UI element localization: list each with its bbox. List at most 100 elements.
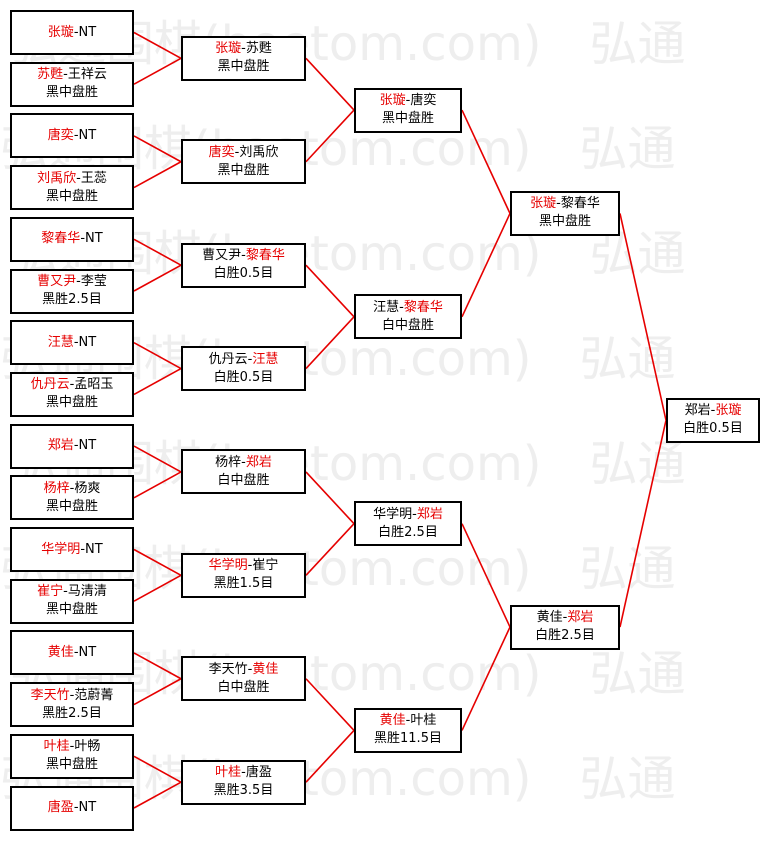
match-players: 张璇-NT	[48, 24, 96, 42]
player-separator: -	[405, 93, 411, 109]
player-separator: -	[247, 558, 253, 574]
player-one: 黄佳	[379, 713, 406, 729]
match-players: 仇丹云-汪慧	[209, 351, 279, 369]
player-separator: -	[80, 231, 86, 247]
player-two: 杨爽	[74, 480, 101, 496]
player-one: 华学明	[41, 541, 81, 557]
match-players: 张璇-苏甦	[215, 40, 272, 58]
player-separator: -	[241, 248, 246, 264]
match-players: 华学明-NT	[41, 541, 102, 559]
bracket-connector	[133, 574, 182, 602]
player-one: 叶桂	[43, 739, 70, 755]
player-separator: -	[399, 299, 404, 315]
bracket-connector	[305, 729, 355, 783]
match-result: 黑中盘胜	[45, 498, 98, 514]
player-one: 黄佳	[47, 644, 74, 660]
player-one: 黄佳	[536, 610, 563, 626]
match-players: 李天竹-黄佳	[209, 661, 279, 679]
match-box: 华学明-郑岩白胜2.5目	[354, 501, 462, 547]
player-two: 汪慧	[252, 351, 279, 367]
match-result: 黑中盘胜	[217, 162, 270, 178]
bracket-connector	[461, 109, 511, 214]
bracket-connector	[461, 213, 511, 318]
bracket-connector	[133, 781, 182, 809]
player-one: 郑岩	[684, 403, 711, 419]
match-players: 叶桂-叶畅	[44, 738, 101, 756]
player-one: 唐奕	[208, 144, 235, 160]
player-one: 李天竹	[30, 687, 70, 703]
match-box: 黄佳-NT	[10, 630, 134, 676]
player-two: NT	[78, 334, 97, 350]
bracket-connector	[133, 471, 182, 499]
match-players: 曹又尹-黎春华	[202, 247, 285, 265]
player-two: NT	[78, 24, 97, 40]
bracket-connector	[133, 652, 182, 680]
player-separator: -	[556, 196, 561, 212]
match-box: 张璇-黎春华黑中盘胜	[510, 190, 620, 236]
bracket-connector	[133, 57, 182, 85]
match-box: 张璇-NT	[10, 10, 134, 55]
match-box: 郑岩-NT	[10, 423, 134, 469]
player-separator: -	[69, 739, 75, 755]
player-one: 曹又尹	[202, 248, 242, 264]
player-one: 叶桂	[215, 765, 242, 781]
bracket-connector	[305, 678, 355, 731]
bracket-connector	[305, 264, 355, 318]
player-two: 孟昭玉	[74, 377, 114, 393]
match-box: 杨梓-郑岩白中盘胜	[181, 449, 306, 495]
bracket-connector	[305, 523, 355, 576]
player-two: 张璇	[715, 403, 742, 419]
bracket-connector	[133, 678, 182, 706]
player-two: 郑岩	[567, 610, 594, 626]
player-one: 汪慧	[373, 299, 400, 315]
bracket-connector	[133, 31, 182, 60]
match-players: 杨梓-郑岩	[215, 454, 272, 472]
match-box: 华学明-NT	[10, 527, 134, 572]
player-separator: -	[69, 377, 75, 393]
player-two: NT	[85, 231, 103, 247]
player-one: 唐奕	[47, 127, 74, 143]
player-one: 崔宁	[37, 584, 64, 600]
player-separator: -	[412, 506, 417, 522]
match-players: 郑岩-NT	[48, 437, 96, 455]
player-separator: -	[73, 334, 79, 350]
match-result: 白中盘胜	[381, 317, 434, 333]
match-result: 白中盘胜	[217, 679, 270, 695]
player-two: 王祥云	[67, 67, 107, 83]
match-players: 黄佳-郑岩	[537, 609, 594, 627]
bracket-connector	[461, 626, 511, 731]
match-result: 黑中盘胜	[45, 85, 98, 101]
match-result: 白胜0.5目	[213, 369, 274, 385]
match-players: 叶桂-唐盈	[215, 764, 272, 782]
match-box: 华学明-崔宁黑胜1.5目	[181, 552, 306, 598]
player-two: 黎春华	[560, 196, 600, 212]
match-result: 白胜2.5目	[535, 628, 595, 644]
bracket-connector	[619, 213, 667, 421]
player-separator: -	[73, 644, 79, 660]
bracket-connector	[305, 471, 355, 525]
bracket-connector	[133, 367, 182, 396]
match-result: 黑胜2.5目	[42, 292, 102, 307]
match-players: 黄佳-叶桂	[380, 712, 437, 730]
player-two: 王蕊	[80, 170, 107, 186]
match-box: 唐盈-NT	[10, 785, 134, 831]
match-box: 崔宁-马清清黑中盘胜	[10, 578, 134, 624]
match-box: 汪慧-NT	[10, 320, 134, 366]
bracket-connector	[133, 548, 182, 577]
match-result: 黑中盘胜	[45, 757, 98, 773]
match-box: 黄佳-叶桂黑胜11.5目	[354, 707, 462, 753]
match-box: 黎春华-NT	[10, 216, 134, 262]
player-one: 刘禹欣	[37, 170, 77, 186]
player-one: 仇丹云	[208, 351, 248, 367]
player-separator: -	[241, 41, 246, 57]
bracket-connector	[305, 316, 355, 370]
player-two: 范蔚菁	[74, 687, 114, 703]
player-separator: -	[73, 438, 79, 454]
player-two: 苏甦	[245, 41, 272, 57]
match-box: 苏甦-王祥云黑中盘胜	[10, 61, 134, 107]
player-one: 华学明	[373, 506, 413, 522]
player-separator: -	[247, 351, 253, 367]
bracket-connector	[461, 523, 511, 628]
player-separator: -	[73, 127, 79, 143]
match-result: 黑胜1.5目	[213, 576, 274, 592]
